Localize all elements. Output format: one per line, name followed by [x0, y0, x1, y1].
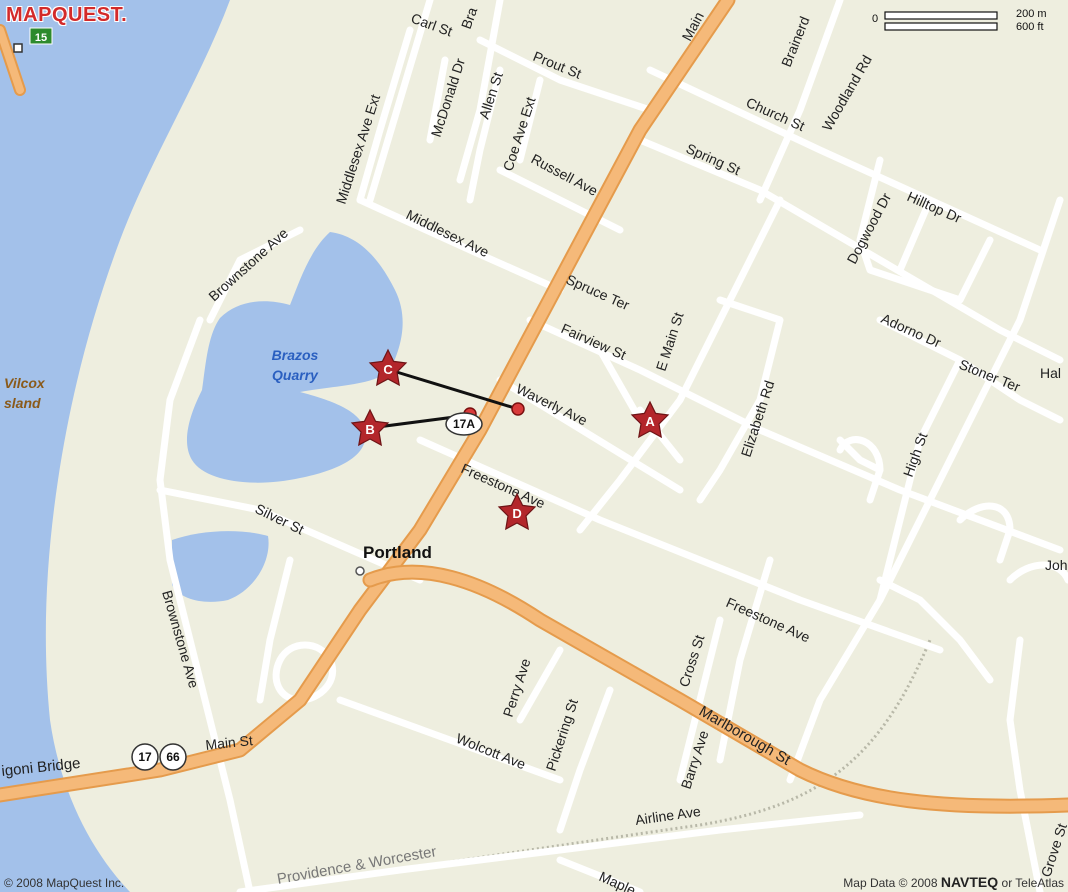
svg-text:D: D: [512, 506, 521, 521]
copyright-prefix: Map Data © 2008: [843, 876, 938, 890]
svg-text:A: A: [645, 414, 655, 429]
copyright-suffix: or TeleAtlas: [1001, 876, 1064, 890]
quarry-label-2: Quarry: [272, 367, 319, 383]
svg-text:17A: 17A: [453, 417, 475, 431]
town-dot: [13, 43, 23, 53]
road-label: Bra: [458, 5, 481, 31]
quarry-label-1: Brazos: [272, 347, 319, 363]
copyright-data: Map Data © 2008 NAVTEQ or TeleAtlas: [843, 874, 1064, 890]
navteq-logo: NAVTEQ: [940, 874, 999, 890]
island-label-2: sland: [4, 395, 41, 411]
mapquest-logo[interactable]: MAPQUEST.: [6, 4, 128, 26]
major-roads: [0, 0, 1068, 814]
route-17-shield: 17: [131, 743, 159, 771]
road-label: Joh: [1045, 557, 1068, 573]
scale-imperial-label: 600 ft: [1016, 21, 1044, 33]
route-17a-shield: 17A: [445, 412, 483, 436]
marker-d[interactable]: D: [497, 492, 537, 531]
route-15-shield: 15: [29, 27, 53, 45]
brazos-quarry-water: [186, 232, 403, 483]
scale-bar: 0 200 m 600 ft: [870, 4, 1066, 40]
svg-text:66: 66: [166, 750, 180, 764]
road-label: Hal: [1040, 365, 1061, 381]
copyright-mapquest: © 2008 MapQuest Inc.: [4, 876, 125, 890]
svg-text:17: 17: [138, 750, 152, 764]
route-66-shield: 66: [159, 743, 187, 771]
connecticut-river: [0, 0, 230, 892]
small-pond: [172, 531, 269, 602]
marker-a[interactable]: A: [630, 400, 670, 439]
road-label: Main St: [205, 732, 254, 753]
minor-roads: [156, 0, 1068, 892]
svg-text:C: C: [383, 362, 393, 377]
town-label: Portland: [363, 543, 432, 562]
svg-text:B: B: [365, 422, 374, 437]
portland-dot: [355, 566, 365, 576]
route-point[interactable]: [511, 402, 525, 416]
scale-zero-label: 0: [872, 13, 879, 25]
marker-b[interactable]: B: [350, 408, 390, 447]
scale-metric-label: 200 m: [1016, 8, 1047, 20]
scale-bar-graphic: [884, 11, 998, 31]
svg-text:15: 15: [35, 32, 47, 44]
island-label-1: Vilcox: [4, 375, 46, 391]
marker-c[interactable]: C: [368, 348, 408, 387]
